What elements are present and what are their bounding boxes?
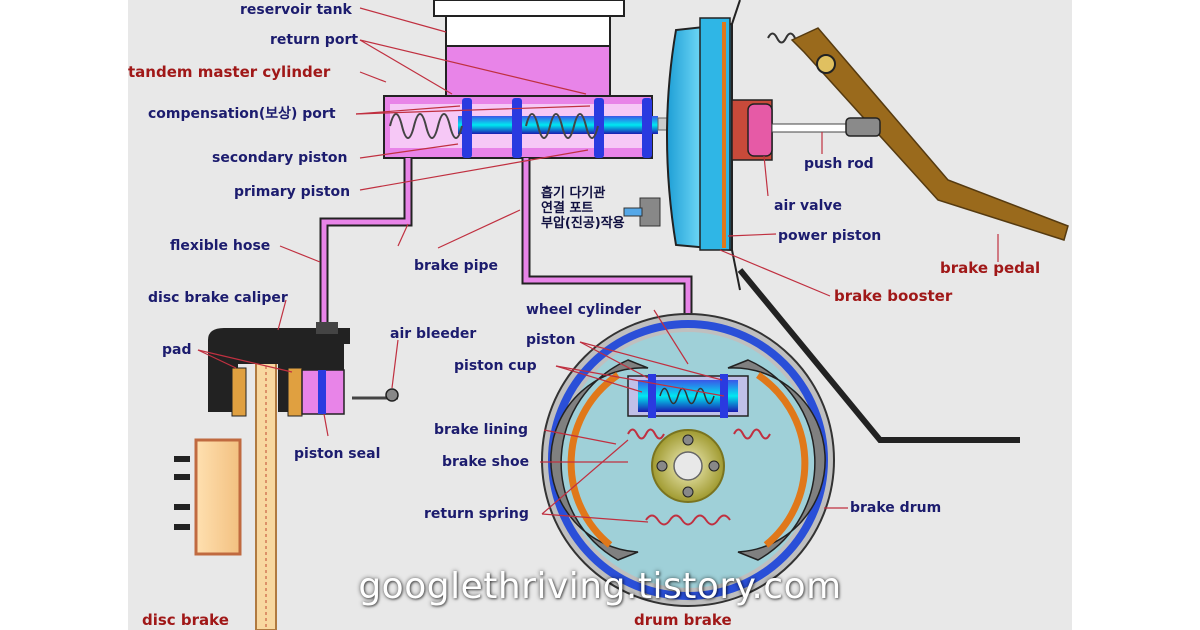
label-disc-brake-caliper: disc brake caliper [148,290,288,306]
label-secondary-piston: secondary piston [212,150,348,166]
brake-pedal [737,27,1069,443]
label-brake-pedal: brake pedal [940,259,1041,277]
label-brake-lining: brake lining [434,422,529,438]
label-drum-brake: drum brake [634,611,732,629]
label-brake-shoe: brake shoe [442,454,530,470]
label-brake-pipe: brake pipe [414,258,499,274]
brake-system-illustration [174,0,1069,630]
label-brake-booster: brake booster [834,287,953,305]
label-wheel-cylinder: wheel cylinder [526,302,641,318]
diagram-panel: reservoir tank return port tandem master… [128,0,1072,630]
label-piston-cup: piston cup [454,358,537,374]
label-reservoir-tank: reservoir tank [240,2,352,18]
label-power-piston: power piston [778,228,882,244]
drum-brake [541,313,835,607]
label-piston: piston [526,332,576,348]
label-return-spring: return spring [424,506,529,522]
vacuum-note-line: 연결 포트 [541,201,594,216]
label-air-valve: air valve [774,198,843,214]
label-piston-seal: piston seal [294,446,381,462]
vacuum-note-line: 부압(진공)작용 [541,216,625,231]
leader-lines [197,7,999,523]
label-air-bleeder: air bleeder [390,326,477,342]
reservoir-tank [433,0,625,97]
vacuum-note-line: 흡기 다기관 [541,186,606,201]
label-push-rod: push rod [804,156,874,172]
vacuum-port-note: 흡기 다기관 연결 포트 부압(진공)작용 [541,186,625,231]
label-brake-drum: brake drum [850,500,942,516]
watermark-url: googlethriving.tistory.com [358,566,842,607]
label-primary-piston: primary piston [234,184,351,200]
disc-brake [174,322,399,630]
label-flexible-hose: flexible hose [170,238,271,254]
label-tandem-master-cylinder: tandem master cylinder [128,63,331,81]
brake-booster [623,0,857,291]
label-disc-brake: disc brake [142,611,229,629]
label-return-port: return port [270,32,359,48]
label-compensation-port: compensation(보상) port [148,106,336,122]
label-pad: pad [162,342,192,358]
